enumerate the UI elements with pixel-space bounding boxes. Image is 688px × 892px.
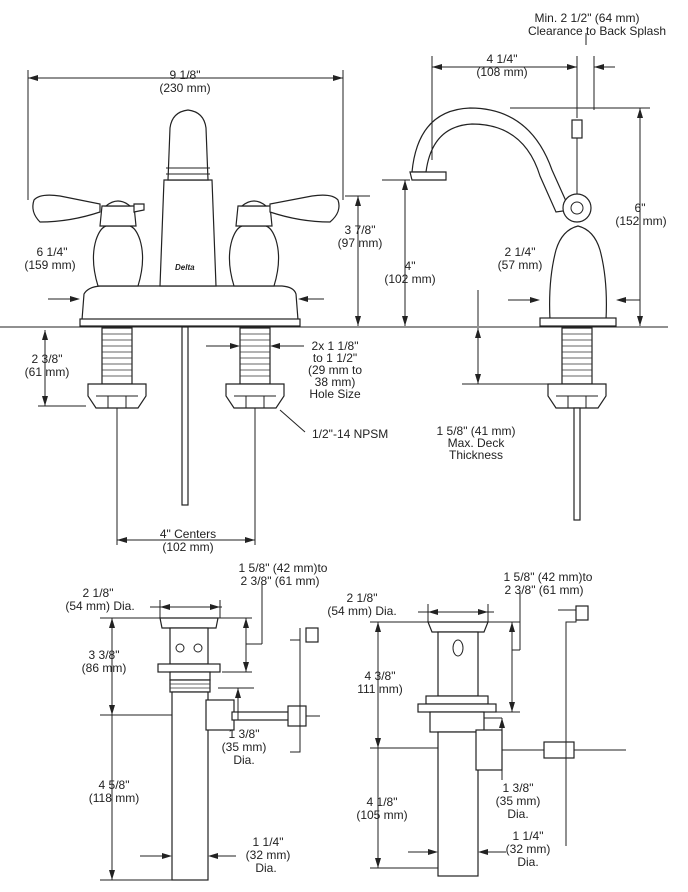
side-handle-hub — [562, 193, 592, 223]
dr-h2-mm-label: (105 mm) — [356, 808, 407, 822]
clearance-label-1: Min. 2 1/2" (64 mm) — [535, 11, 640, 25]
side-body — [549, 225, 607, 321]
drain-right-tailpiece — [437, 731, 479, 877]
dr-h1-in-label: 4 3/8" — [365, 669, 396, 683]
height-mm-label: (152 mm) — [615, 214, 666, 228]
dl-side-label-1: 1 3/8" — [229, 727, 260, 741]
deck-label-3: Thickness — [449, 448, 503, 462]
deck-label-1: 1 5/8" (41 mm) — [437, 424, 516, 438]
height-in-label: 6" — [635, 201, 646, 215]
dl-side-label-3: Dia. — [233, 753, 254, 767]
dr-h2-in-label: 4 1/8" — [367, 795, 398, 809]
width-mm-label: (230 mm) — [159, 81, 210, 95]
width-in-label: 9 1/8" — [170, 68, 201, 82]
dl-h1-in-label: 3 3/8" — [89, 648, 120, 662]
drain-left-view — [157, 617, 320, 881]
dr-side-label-3: Dia. — [507, 807, 528, 821]
dl-tail-label-2: (32 mm) — [246, 848, 291, 862]
dr-dia-in-label: 2 1/8" — [347, 591, 378, 605]
dl-range-label-1: 1 5/8" (42 mm)to — [239, 561, 328, 575]
dr-tail-label-3: Dia. — [517, 855, 538, 869]
npsm-label: 1/2"-14 NPSM — [312, 427, 388, 441]
drain-right-dimensions — [370, 592, 521, 869]
dl-dia-in-label: 2 1/8" — [83, 586, 114, 600]
right-handle-lever — [269, 194, 340, 223]
right-handle-hub — [235, 205, 273, 227]
drain-left-flange — [159, 617, 219, 629]
left-handle-body — [92, 225, 144, 287]
centers-in-label: 4" Centers — [160, 527, 216, 541]
clearance-label-2: Clearance to Back Splash — [528, 24, 666, 38]
spout-tip — [409, 171, 447, 181]
drain-right-flange — [427, 621, 489, 633]
spout-column — [159, 179, 217, 287]
drain-right-labels: 2 1/8" (54 mm) Dia. 1 5/8" (42 mm)to 2 3… — [327, 570, 592, 869]
spread-in-label: 6 1/4" — [37, 245, 68, 259]
dr-h1-mm-label: 111 mm) — [357, 682, 403, 696]
dl-h2-mm-label: (118 mm) — [89, 791, 139, 805]
brand-logo: Delta — [175, 263, 195, 272]
reach-mm-label: (108 mm) — [476, 65, 527, 79]
spout-height-in-label: 4" — [405, 259, 416, 273]
faucet-side-view — [409, 107, 617, 521]
faucet-base — [81, 285, 299, 321]
hole-size-label-2: to 1 1/2" — [313, 351, 357, 365]
spout-arc — [411, 107, 571, 213]
dl-tail-label-3: Dia. — [255, 861, 276, 875]
dr-range-label-2: 2 3/8" (61 mm) — [505, 583, 584, 597]
side-lift-rod — [573, 407, 581, 521]
left-handle-hub — [99, 205, 137, 227]
shank-in-label: 2 3/8" — [32, 352, 63, 366]
dl-h1-mm-label: (86 mm) — [82, 661, 127, 675]
left-shank — [87, 327, 147, 545]
dr-tail-label-1: 1 1/4" — [513, 829, 544, 843]
drain-right-nut — [425, 695, 489, 705]
front-dimensions — [27, 70, 370, 543]
left-handle-lever — [32, 194, 101, 223]
dr-side-label-1: 1 3/8" — [503, 781, 534, 795]
dr-range-label-1: 1 5/8" (42 mm)to — [504, 570, 593, 584]
handle-height-in-label: 3 7/8" — [345, 223, 376, 237]
hole-size-label-5: Hole Size — [309, 387, 361, 401]
drain-right-view — [417, 605, 626, 877]
lift-rod — [181, 326, 189, 506]
hole-size-label-3: (29 mm to — [308, 363, 362, 377]
dl-dia-mm-label: (54 mm) Dia. — [65, 599, 134, 613]
handle-height-mm-label: (97 mm) — [338, 236, 383, 250]
front-labels: 9 1/8" (230 mm) 6 1/4" (159 mm) 3 7/8" (… — [24, 68, 388, 554]
centers-mm-label: (102 mm) — [162, 540, 213, 554]
popup-knob — [571, 119, 583, 139]
dl-range-label-2: 2 3/8" (61 mm) — [241, 574, 320, 588]
drain-left-dimensions — [100, 584, 263, 881]
drain-left-labels: 2 1/8" (54 mm) Dia. 1 5/8" (42 mm)to 2 3… — [65, 561, 327, 875]
dl-side-label-2: (35 mm) — [222, 740, 267, 754]
base-mm-label: (57 mm) — [498, 258, 543, 272]
right-handle-body — [228, 225, 280, 287]
base-in-label: 2 1/4" — [505, 245, 536, 259]
dr-tail-label-2: (32 mm) — [506, 842, 551, 856]
side-labels: Min. 2 1/2" (64 mm) Clearance to Back Sp… — [384, 11, 666, 462]
reach-in-label: 4 1/4" — [487, 52, 518, 66]
spout-height-mm-label: (102 mm) — [384, 272, 435, 286]
deck-label-2: Max. Deck — [448, 436, 506, 450]
hole-size-label-1: 2x 1 1/8" — [312, 339, 359, 353]
dl-h2-in-label: 4 5/8" — [99, 778, 130, 792]
faucet-front-view: Delta — [0, 109, 668, 545]
spread-mm-label: (159 mm) — [24, 258, 75, 272]
side-dimensions — [382, 33, 650, 385]
drain-left-nut — [157, 663, 221, 673]
spout-top — [167, 109, 209, 181]
dl-tail-label-1: 1 1/4" — [253, 835, 284, 849]
faucet-base-plate — [79, 318, 301, 327]
drain-left-tailpiece — [171, 691, 209, 881]
hole-size-label-4: 38 mm) — [315, 375, 356, 389]
shank-mm-label: (61 mm) — [25, 365, 70, 379]
right-shank — [225, 327, 285, 545]
side-base — [539, 317, 617, 327]
dr-dia-mm-label: (54 mm) Dia. — [327, 604, 396, 618]
dr-side-label-2: (35 mm) — [496, 794, 541, 808]
